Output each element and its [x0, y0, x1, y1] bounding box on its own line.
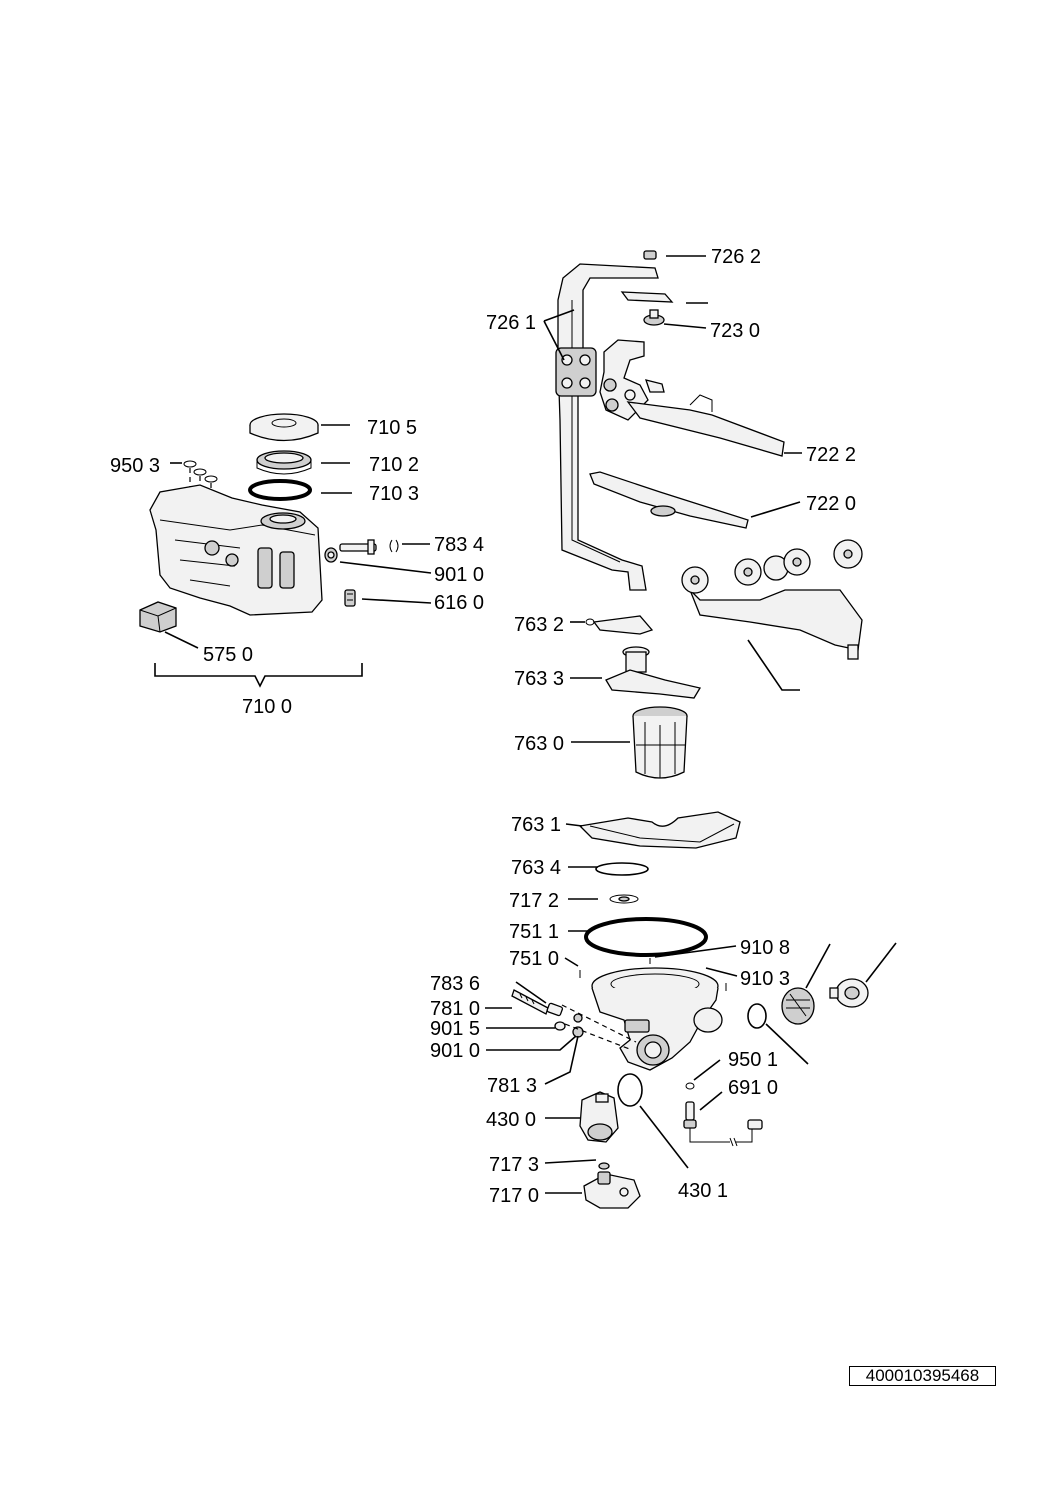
callout-labels: 726 2 726 1 723 0 710 5 950 3 710 2 710 … [110, 246, 856, 1207]
leader-lines-right-lower [485, 621, 897, 1194]
callout-722-2: 722 2 [806, 444, 856, 466]
callout-616-0: 616 0 [434, 592, 484, 614]
callout-781-0: 781 0 [430, 998, 480, 1020]
callout-717-2: 717 2 [509, 890, 559, 912]
callout-901-0-left: 901 0 [434, 564, 484, 586]
part-950-1-oring [685, 1082, 695, 1090]
part-430-0-pump [579, 1091, 619, 1143]
part-751-1-sump-gasket [584, 917, 708, 957]
callout-717-3: 717 3 [489, 1154, 539, 1176]
part-575-0-module [139, 601, 177, 633]
callout-950-1: 950 1 [728, 1049, 778, 1071]
connection-dash-lines [561, 1004, 637, 1051]
part-783-4-pin [339, 539, 399, 555]
callout-901-0-lower: 901 0 [430, 1040, 480, 1062]
part-710-2-ring [256, 450, 312, 475]
callout-781-3: 781 3 [487, 1075, 537, 1097]
part-901-0-nut [324, 547, 338, 563]
callout-763-3: 763 3 [514, 668, 564, 690]
callout-763-4: 763 4 [511, 857, 561, 879]
callout-722-0: 722 0 [806, 493, 856, 515]
callout-575-0: 575 0 [203, 644, 253, 666]
callout-950-3: 950 3 [110, 455, 160, 477]
callout-726-1: 726 1 [486, 312, 536, 334]
part-722-2-upper-spray-arm [626, 379, 785, 457]
part-lower-spray-support [681, 539, 863, 660]
part-763-0-coarse-filter [632, 706, 688, 779]
part-726-2-nut [643, 250, 657, 260]
part-430-1-seal-ring [617, 1073, 643, 1107]
callout-726-2: 726 2 [711, 246, 761, 268]
part-781-0-heater-rod [511, 989, 549, 1015]
callout-783-4: 783 4 [434, 534, 484, 556]
part-unlabeled-bracket [620, 291, 674, 303]
part-763-3-micro-filter [605, 646, 702, 699]
callout-710-5: 710 5 [367, 417, 417, 439]
callout-430-0: 430 0 [486, 1109, 536, 1131]
part-710-3-gasket [248, 479, 312, 501]
callout-910-3: 910 3 [740, 968, 790, 990]
part-722-0-lower-spray-arm [589, 471, 749, 529]
callout-783-6: 783 6 [430, 973, 480, 995]
part-910-8-filter-cover [781, 987, 815, 1025]
part-783-6-connector [546, 1002, 583, 1023]
part-717-2-seal [609, 894, 639, 904]
part-717-3-seal [598, 1162, 610, 1170]
callout-717-0: 717 0 [489, 1185, 539, 1207]
callout-763-0: 763 0 [514, 733, 564, 755]
part-910-3-filter-cap [829, 978, 869, 1008]
callout-901-5: 901 5 [430, 1018, 480, 1040]
part-seal-ring-right [747, 1003, 767, 1029]
part-616-0-clip [344, 589, 356, 607]
leader-lines-left [154, 424, 432, 688]
document-number-box: 400010395468 [849, 1366, 996, 1386]
part-901-5-nut [554, 1021, 566, 1031]
part-763-4-seal [595, 862, 649, 876]
callout-691-0: 691 0 [728, 1077, 778, 1099]
callout-710-3: 710 3 [369, 483, 419, 505]
callout-710-0: 710 0 [242, 696, 292, 718]
callout-430-1: 430 1 [678, 1180, 728, 1202]
part-710-5-cap [249, 413, 319, 442]
leader-lines-right-upper [543, 255, 802, 691]
part-691-0-sensor [683, 1101, 763, 1147]
part-763-1-flat-filter [578, 811, 741, 849]
part-710-0-dispenser-body [149, 484, 323, 616]
callout-710-2: 710 2 [369, 454, 419, 476]
part-751-0-sump [579, 958, 727, 1071]
callout-763-2: 763 2 [514, 614, 564, 636]
part-717-0-diverter-motor [583, 1171, 641, 1209]
callout-751-1: 751 1 [509, 921, 559, 943]
callout-763-1: 763 1 [511, 814, 561, 836]
part-upper-manifold [599, 339, 649, 421]
part-723-0-gear [643, 309, 665, 326]
callout-910-8: 910 8 [740, 937, 790, 959]
part-726-1-supply-pipe [555, 263, 659, 591]
callout-723-0: 723 0 [710, 320, 760, 342]
callout-751-0: 751 0 [509, 948, 559, 970]
part-763-2-bracket [585, 615, 654, 635]
